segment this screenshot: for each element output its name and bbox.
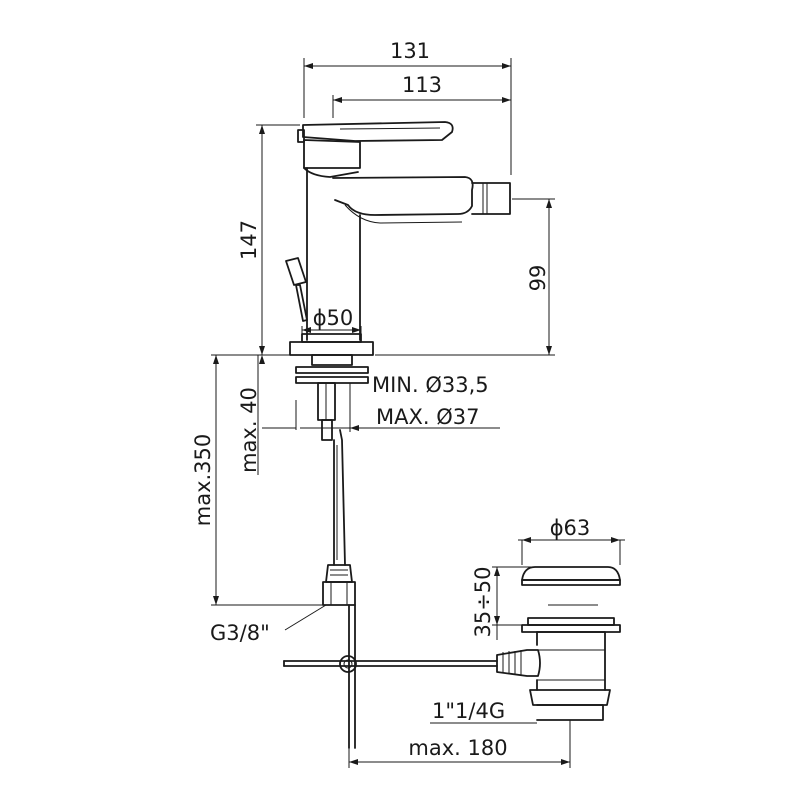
dimension-labels: 131 113 147 99 ϕ50 MIN. Ø33,5 MAX. Ø37 m…	[191, 39, 590, 760]
dim-height-99: 99	[526, 265, 550, 292]
dimension-lines	[211, 58, 625, 768]
pop-up-waste	[496, 566, 621, 721]
dim-height-147: 147	[237, 220, 261, 260]
pull-rod-linkage	[283, 604, 498, 749]
dim-max-180: max. 180	[408, 736, 507, 760]
dim-width-113: 113	[402, 73, 442, 97]
dim-max-350: max.350	[191, 434, 215, 527]
dim-min-hole: MIN. Ø33,5	[372, 373, 489, 397]
faucet-body	[285, 121, 511, 356]
dim-diameter-50: ϕ50	[313, 306, 354, 330]
mounting-hardware	[295, 354, 369, 606]
dim-range-35-50: 35÷50	[471, 566, 495, 637]
dim-width-131: 131	[390, 39, 430, 63]
dim-max-hole: MAX. Ø37	[376, 405, 479, 429]
dim-diameter-63: ϕ63	[550, 516, 591, 540]
dim-thread-g38: G3/8"	[210, 621, 270, 645]
dim-max-40: max. 40	[237, 387, 261, 473]
dim-thread-1-1-4: 1"1/4G	[432, 699, 505, 723]
